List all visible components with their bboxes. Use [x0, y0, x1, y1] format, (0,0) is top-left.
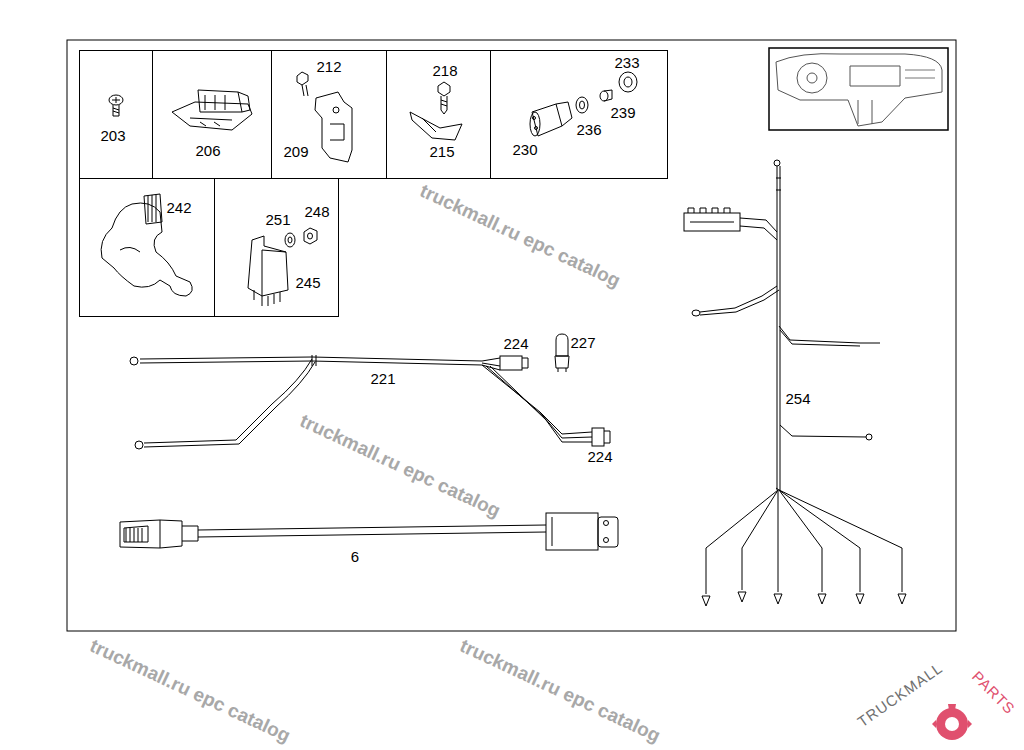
callout-number: 218	[431, 63, 458, 78]
location-inset	[769, 48, 948, 130]
logo-text: TRUCKMALL	[855, 659, 945, 729]
callout-number: 230	[511, 142, 538, 157]
callout-number: 254	[784, 391, 811, 406]
callout-number: 236	[575, 122, 602, 137]
watermark: truckmall.ru epc catalog	[417, 180, 623, 290]
callout-number: 239	[609, 105, 636, 120]
screw	[109, 95, 123, 116]
cable	[120, 513, 618, 550]
parts-panel: 203	[79, 50, 153, 179]
callout-number: 224	[586, 449, 613, 464]
callout-number: 221	[369, 371, 396, 386]
callout-number: 251	[264, 212, 291, 227]
callout-number: 245	[294, 275, 321, 290]
parts-panel: 233 239 236 230	[490, 50, 668, 179]
callout-number: 212	[315, 59, 342, 74]
callout-number: 209	[282, 144, 309, 159]
switch	[530, 72, 637, 136]
callout-number: 248	[303, 204, 330, 219]
callout-number: 227	[569, 335, 596, 350]
callout-number: 203	[99, 128, 126, 143]
pedal-switch	[101, 194, 192, 296]
clip	[410, 82, 462, 140]
frame	[67, 40, 956, 631]
wiring-harness	[684, 160, 906, 606]
parts-panel: 218 215	[386, 50, 491, 179]
watermark: truckmall.ru epc catalog	[87, 635, 293, 745]
watermark: truckmall.ru epc catalog	[297, 410, 503, 520]
callout-number: 206	[194, 143, 221, 158]
wiring-harness	[130, 334, 610, 449]
relay	[248, 228, 317, 306]
logo-text: PARTS	[970, 668, 1019, 717]
callout-number: 215	[428, 144, 455, 159]
callout-number: 242	[165, 200, 192, 215]
parts-panel: 206	[152, 50, 272, 179]
parts-panel: 242	[79, 178, 215, 317]
watermark: truckmall.ru epc catalog	[457, 635, 663, 745]
callout-number: 233	[613, 55, 640, 70]
callout-number: 6	[350, 549, 360, 564]
logo-gear	[932, 704, 972, 740]
callout-number: 224	[502, 336, 529, 351]
parts-panel: 212 209	[271, 50, 387, 179]
relay-holder	[172, 90, 252, 130]
parts-panel: 251 248 245	[214, 178, 339, 317]
